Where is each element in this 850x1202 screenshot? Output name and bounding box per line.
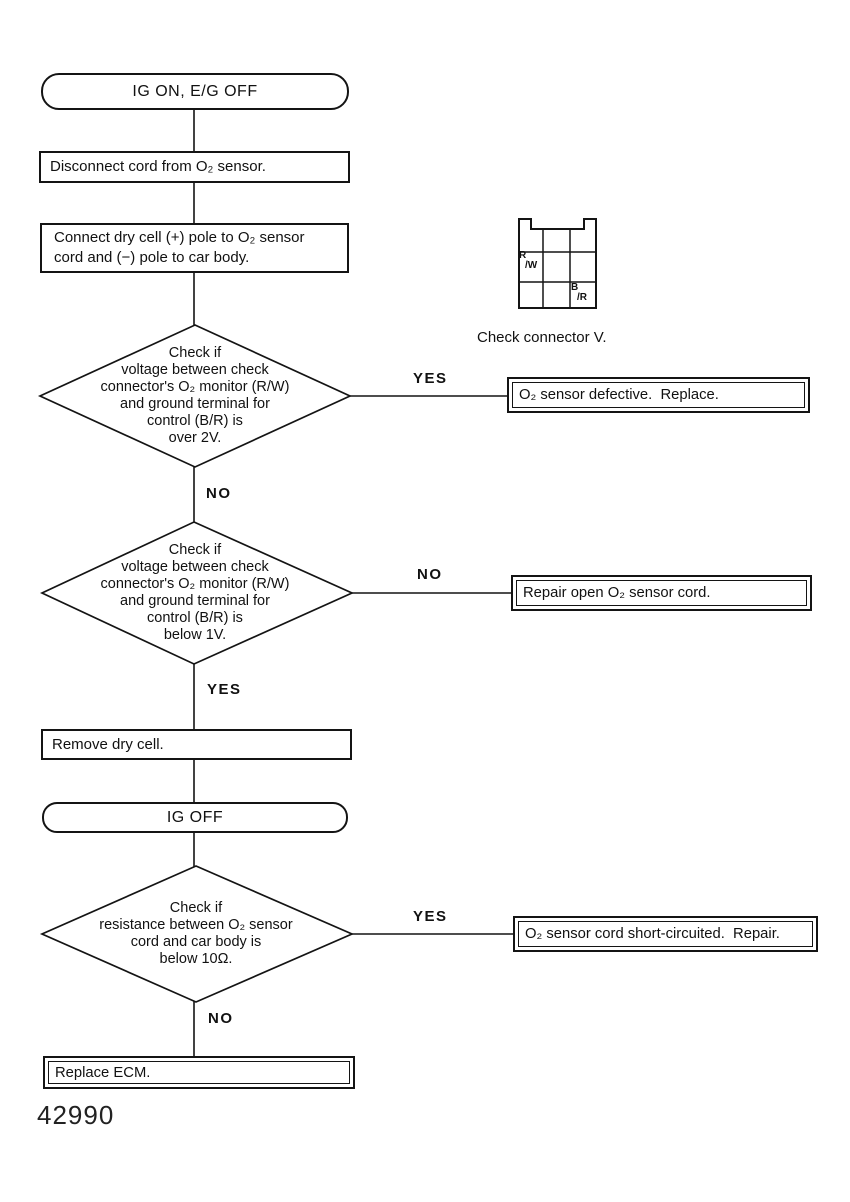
- branch-no-1-label: NO: [206, 485, 232, 502]
- connector-br-terminal-label: B /R: [571, 283, 587, 303]
- decision-diamond-over-2v: [37, 324, 353, 468]
- figure-number: 42990: [37, 1100, 115, 1130]
- connector-rw-line1: R: [519, 250, 527, 261]
- connector-br-line1: B: [571, 282, 579, 293]
- connector-housing-outline: [518, 218, 597, 309]
- ig-off-terminal-label: IG OFF: [166, 808, 224, 826]
- process-connect-label: Connect dry cell (+) pole to O₂ sensor c…: [54, 229, 305, 266]
- decision-over-2v-label: Check if voltage between check connector…: [100, 345, 290, 446]
- decision-below-1v-label: Check if voltage between check connector…: [100, 542, 290, 643]
- result-sensor-defective-node: O₂ sensor defective. Replace.: [507, 377, 810, 413]
- result-repair-open-node: Repair open O₂ sensor cord.: [511, 575, 812, 611]
- branch-yes-3-label: YES: [413, 908, 448, 925]
- result-replace-ecm-node: Replace ECM.: [43, 1056, 355, 1089]
- branch-no-2-label: NO: [417, 566, 443, 583]
- connector-rw-line2: /W: [525, 260, 538, 271]
- result-short-circuit-label: O₂ sensor cord short-circuited. Repair.: [525, 926, 780, 942]
- decision-diamond-resistance: [39, 865, 355, 1003]
- process-disconnect-label: Disconnect cord from O₂ sensor.: [50, 158, 266, 175]
- ig-off-terminal-node: IG OFF: [42, 802, 348, 833]
- decision-diamond-below-1v: [39, 521, 355, 665]
- result-repair-open-label: Repair open O₂ sensor cord.: [523, 585, 711, 601]
- branch-no-3-label: NO: [208, 1010, 234, 1027]
- start-terminal-label: IG ON, E/G OFF: [132, 82, 258, 100]
- start-terminal-node: IG ON, E/G OFF: [41, 73, 349, 110]
- connector-rw-terminal-label: R /W: [519, 251, 537, 271]
- decision-resistance-label: Check if resistance between O₂ sensor co…: [99, 900, 293, 967]
- branch-yes-2-label: YES: [207, 681, 242, 698]
- connector-caption: Check connector V.: [477, 329, 607, 346]
- process-remove-node: Remove dry cell.: [41, 729, 352, 760]
- check-connector-diagram: [518, 218, 597, 309]
- process-remove-label: Remove dry cell.: [52, 735, 164, 753]
- branch-yes-1-label: YES: [413, 370, 448, 387]
- result-short-circuit-node: O₂ sensor cord short-circuited. Repair.: [513, 916, 818, 952]
- connector-br-line2: /R: [577, 292, 587, 303]
- process-disconnect-node: Disconnect cord from O₂ sensor.: [39, 151, 350, 183]
- process-connect-node: Connect dry cell (+) pole to O₂ sensor c…: [40, 223, 349, 273]
- result-sensor-defective-label: O₂ sensor defective. Replace.: [519, 387, 719, 403]
- result-replace-ecm-label: Replace ECM.: [55, 1064, 151, 1081]
